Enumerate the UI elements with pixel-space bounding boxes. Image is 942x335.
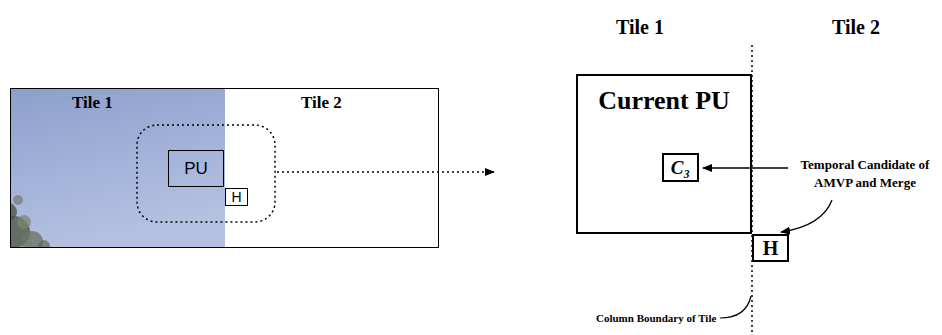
node-text: Current PU <box>598 88 730 114</box>
tile-region: Tile 1 PU <box>10 88 225 247</box>
node-text: H <box>231 190 241 204</box>
pu-box: PU <box>168 150 224 187</box>
sky-photo <box>10 88 225 247</box>
leader-arrow <box>781 200 832 232</box>
boundary-label: Column Boundary of Tile <box>596 311 716 326</box>
node-text: Tile 1 <box>72 94 113 111</box>
frame <box>11 89 439 248</box>
node-text: PU <box>184 160 208 177</box>
tile-label: Tile 2 <box>832 14 880 41</box>
tile-region: Tile 2 H <box>225 88 438 247</box>
node-text: Tile 2 <box>301 94 342 111</box>
zoom-region <box>137 125 275 222</box>
zoom-arrow <box>277 171 494 173</box>
current-pu-box: Current PU C₃ <box>576 74 752 234</box>
h-box: H <box>752 234 789 262</box>
h-box: H <box>225 188 248 206</box>
node-text: C₃ <box>671 158 690 177</box>
leader-line <box>720 296 751 318</box>
leader-arrow <box>703 167 788 168</box>
node-text: H <box>763 238 779 258</box>
tree <box>10 195 50 247</box>
c3-box: C₃ <box>662 153 699 182</box>
tile-label: Tile 1 <box>616 14 664 41</box>
candidate-label: Temporal Candidate of AMVP and Merge <box>792 156 938 191</box>
